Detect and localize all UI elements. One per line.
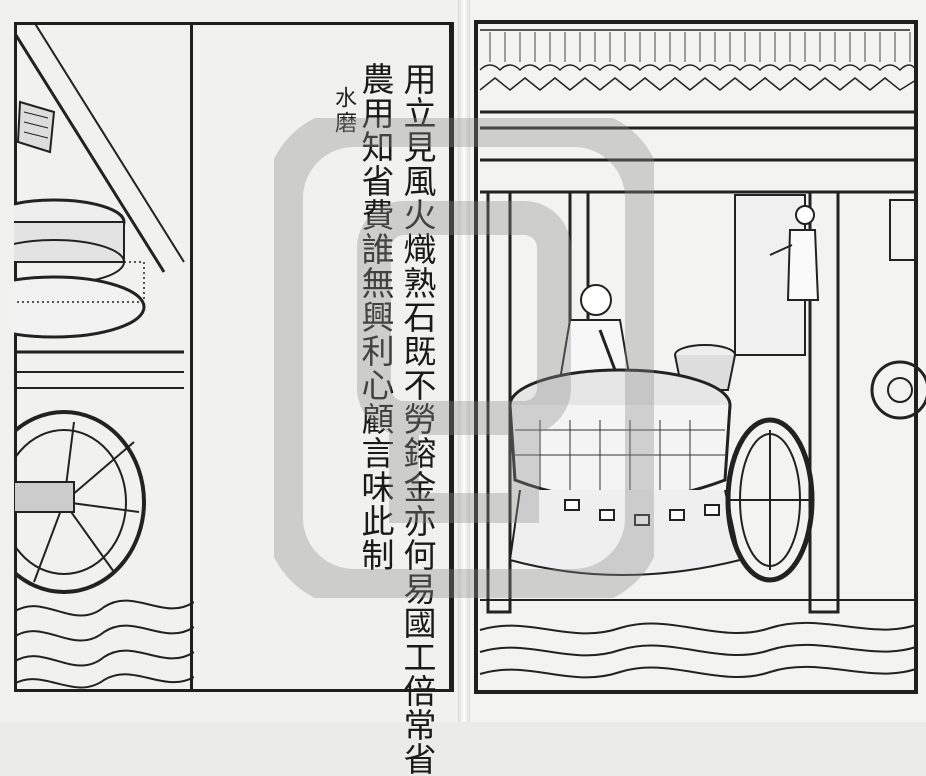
right-illustration-water-mill-house (474, 20, 926, 694)
book-gutter (458, 0, 470, 722)
left-page: 用立見風火熾熟石既不勞鎔金亦何易國工倍常省 農用知省費誰無興利心顧言味此制 水磨 (0, 0, 462, 776)
illustration-caption: 水磨 (331, 86, 356, 136)
right-page (470, 0, 926, 722)
text-panel: 用立見風火熾熟石既不勞鎔金亦何易國工倍常省 農用知省費誰無興利心顧言味此制 水磨 (190, 22, 454, 776)
left-page-border (14, 22, 454, 692)
left-illustration-millstone-wheel (14, 22, 194, 689)
poem-text: 用立見風火熾熟石既不勞鎔金亦何易國工倍常省 農用知省費誰無興利心顧言味此制 (356, 62, 437, 776)
